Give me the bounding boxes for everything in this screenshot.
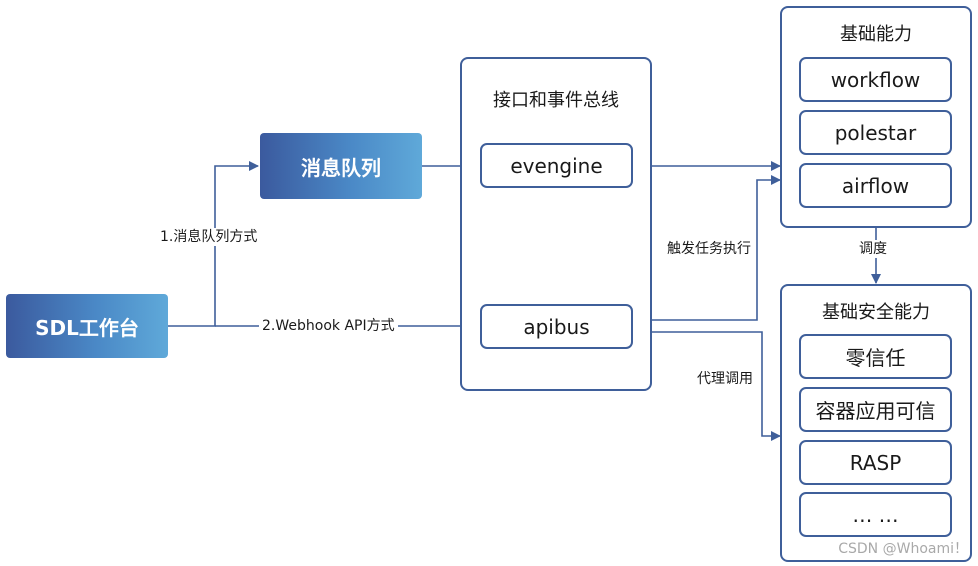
airflow-box: airflow (799, 163, 952, 208)
event-bus-title: 接口和事件总线 (493, 90, 619, 111)
rasp-label: RASP (849, 450, 902, 475)
zero-trust-box: 零信任 (799, 334, 952, 379)
watermark: CSDN @Whoami！ (838, 541, 968, 557)
schedule-label: 调度 (859, 240, 887, 258)
base-capability-title: 基础能力 (840, 24, 912, 45)
evengine-label: evengine (510, 153, 603, 178)
edge-apibus-trigger (633, 175, 781, 321)
mq-mode-label: 1.消息队列方式 (160, 228, 258, 246)
more-items-label: … … (852, 502, 899, 527)
polestar-label: polestar (834, 120, 917, 145)
evengine-box: evengine (480, 143, 633, 188)
workflow-label: workflow (830, 67, 921, 92)
sdl-workbench-label: SDL工作台 (35, 315, 139, 340)
edge-apibus-proxy (633, 331, 781, 441)
webhook-mode-label: 2.Webhook API方式 (259, 317, 398, 335)
security-capability-title: 基础安全能力 (822, 302, 930, 323)
container-trust-box: 容器应用可信 (799, 387, 952, 432)
more-items-box: … … (799, 492, 952, 537)
proxy-label: 代理调用 (697, 370, 753, 388)
zero-trust-label: 零信任 (845, 346, 906, 370)
message-queue-node: 消息队列 (260, 133, 422, 199)
workflow-box: workflow (799, 57, 952, 102)
polestar-box: polestar (799, 110, 952, 155)
message-queue-label: 消息队列 (301, 155, 381, 180)
container-trust-label: 容器应用可信 (815, 399, 936, 423)
rasp-box: RASP (799, 440, 952, 485)
apibus-box: apibus (480, 304, 633, 349)
apibus-label: apibus (523, 314, 590, 339)
sdl-workbench-node: SDL工作台 (6, 294, 168, 358)
airflow-label: airflow (841, 173, 910, 198)
edge-sdl-to-mq (168, 161, 259, 327)
trigger-label: 触发任务执行 (667, 240, 751, 258)
